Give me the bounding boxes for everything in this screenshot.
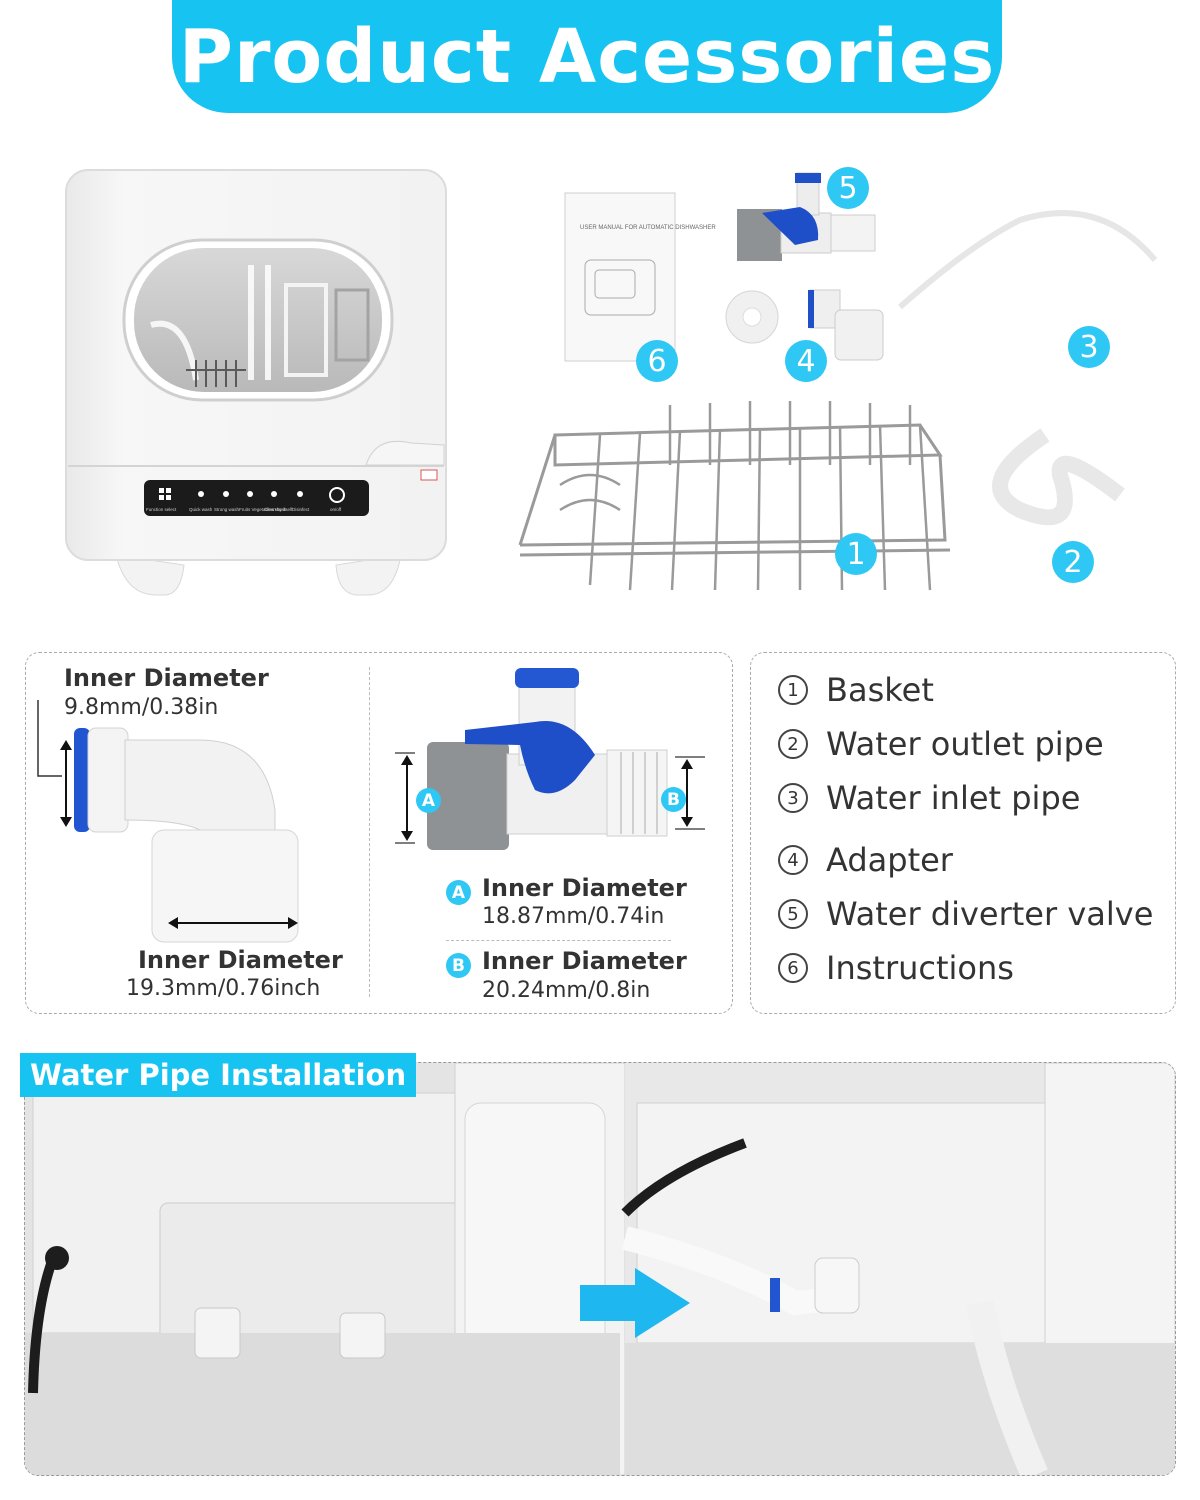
legend-label: Water outlet pipe [826, 725, 1104, 763]
badge-4: 4 [785, 340, 827, 382]
valve-badge-a-diagram: A [416, 788, 441, 813]
legend-num: 5 [778, 899, 808, 929]
basket [518, 401, 951, 591]
valve-badge-a: A [446, 880, 471, 905]
badge-1: 1 [835, 533, 877, 575]
legend-num: 2 [778, 729, 808, 759]
manual-cover-text: USER MANUAL FOR AUTOMATIC DISHWASHER [580, 225, 716, 231]
control-label-clean: Clean by itself [264, 507, 293, 512]
elbow-bottom-title: Inner Diameter [138, 946, 343, 974]
installation-label: Water Pipe Installation [20, 1053, 417, 1097]
control-label-quick: Quick wash [189, 507, 213, 512]
legend-label: Water inlet pipe [826, 779, 1081, 817]
badge-2: 2 [1052, 541, 1094, 583]
legend-num: 6 [778, 953, 808, 983]
valve-b-title: Inner Diameter [482, 947, 687, 975]
control-label-strong: Strong wash [214, 507, 240, 512]
installation-photos [24, 1062, 1176, 1476]
adapter [725, 289, 884, 361]
dishwasher-image: Function select Quick wash Strong wash F… [65, 169, 447, 596]
legend-item-outlet-pipe: 2 Water outlet pipe [778, 724, 1104, 764]
control-label-disinfect: Disinfect [292, 507, 310, 512]
elbow-top-value: 9.8mm/0.38in [64, 695, 219, 720]
inlet-pipe [898, 210, 1158, 310]
legend-label: Basket [826, 671, 934, 709]
legend-item-diverter-valve: 5 Water diverter valve [778, 894, 1153, 934]
control-label-fruits: Fruits Vegetables Wash [239, 507, 287, 512]
title-banner: Product Acessories [172, 0, 1002, 113]
legend-num: 3 [778, 783, 808, 813]
legend-item-basket: 1 Basket [778, 670, 934, 710]
elbow-top-title: Inner Diameter [64, 664, 269, 692]
badge-3: 3 [1068, 326, 1110, 368]
valve-badge-b-diagram: B [661, 787, 686, 812]
legend-label: Instructions [826, 949, 1014, 987]
badge-5: 5 [827, 167, 869, 209]
legend-label: Water diverter valve [826, 895, 1154, 933]
badge-6: 6 [636, 340, 678, 382]
elbow-adapter-diagram [37, 700, 299, 943]
page-title: Product Acessories [178, 13, 996, 100]
accessories-image: USER MANUAL FOR AUTOMATIC DISHWASHER [518, 172, 1158, 591]
legend-label: Adapter [826, 841, 953, 879]
valve-a-title: Inner Diameter [482, 874, 687, 902]
control-label-function: Function select [146, 507, 177, 512]
legend-num: 4 [778, 845, 808, 875]
valve-divider [446, 940, 671, 941]
valve-badge-b: B [446, 953, 471, 978]
diverter-valve [737, 172, 876, 261]
outlet-pipe [992, 428, 1125, 526]
diverter-valve-diagram [395, 668, 705, 850]
legend-item-adapter: 4 Adapter [778, 840, 953, 880]
installation-scene [25, 1063, 1175, 1475]
legend-num: 1 [778, 675, 808, 705]
legend-item-inlet-pipe: 3 Water inlet pipe [778, 778, 1080, 818]
instruction-manual: USER MANUAL FOR AUTOMATIC DISHWASHER [564, 192, 716, 362]
valve-a-value: 18.87mm/0.74in [482, 904, 665, 929]
elbow-bottom-value: 19.3mm/0.76inch [126, 976, 321, 1001]
legend-item-instructions: 6 Instructions [778, 948, 1014, 988]
control-label-onoff: on/off [330, 507, 342, 512]
valve-b-value: 20.24mm/0.8in [482, 978, 651, 1003]
legend-panel [750, 652, 1176, 1014]
panel-divider [369, 667, 370, 997]
